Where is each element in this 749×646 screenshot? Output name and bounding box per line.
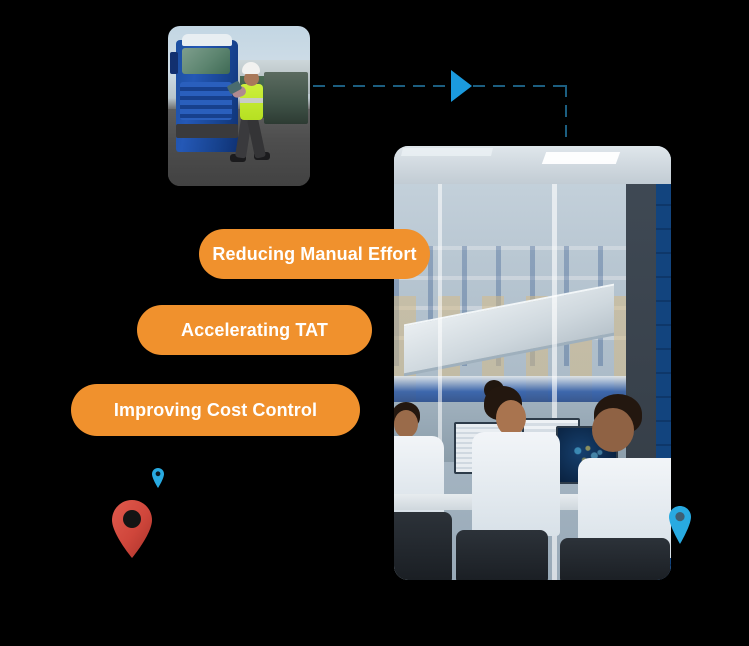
ceiling-light-primary <box>541 152 621 164</box>
truck-photo-grille <box>180 82 232 120</box>
office-chair-left <box>394 512 452 580</box>
truck-photo-roof <box>182 34 232 46</box>
operator-center-head <box>496 400 526 436</box>
triangle-right-icon <box>451 70 472 102</box>
dashed-connector-vertical <box>565 85 567 143</box>
pill-improving-cost-control[interactable]: Improving Cost Control <box>71 384 360 436</box>
worker-hard-hat <box>242 62 260 74</box>
map-pin-right-blue <box>669 506 691 544</box>
control-room-ceiling <box>394 146 671 184</box>
truck-photo-bumper <box>176 124 238 138</box>
worker-head <box>244 71 259 86</box>
truck-photo-windshield <box>182 48 230 74</box>
dashed-connector-horizontal <box>313 85 566 87</box>
glass-mullion-right <box>552 184 557 580</box>
worker-legs <box>234 117 267 159</box>
worker-shoe-left <box>230 154 246 162</box>
operator-center <box>470 380 566 580</box>
pill-accelerating-tat[interactable]: Accelerating TAT <box>137 305 372 355</box>
operator-left-head <box>394 410 418 438</box>
map-pin-small-blue <box>152 468 164 488</box>
truck-driver-photo <box>168 26 310 186</box>
ceiling-light-secondary <box>401 148 493 156</box>
worker-leg-right <box>246 117 267 159</box>
pill-label: Reducing Manual Effort <box>212 243 417 264</box>
truck-photo-worker <box>226 62 270 170</box>
warehouse-control-room-photo <box>394 146 671 580</box>
office-chair-right <box>560 538 670 580</box>
truck-photo-mirror <box>170 52 178 74</box>
operator-right-head <box>592 408 634 452</box>
pill-label: Improving Cost Control <box>113 399 318 420</box>
operator-center-shirt <box>472 432 560 536</box>
pill-reducing-manual-effort[interactable]: Reducing Manual Effort <box>199 229 430 279</box>
truck-photo-trailer <box>264 72 308 124</box>
glass-mullion-left <box>438 184 442 580</box>
office-chair-center <box>456 530 548 580</box>
pill-label: Accelerating TAT <box>181 319 328 340</box>
map-pin-large-red <box>112 500 152 558</box>
